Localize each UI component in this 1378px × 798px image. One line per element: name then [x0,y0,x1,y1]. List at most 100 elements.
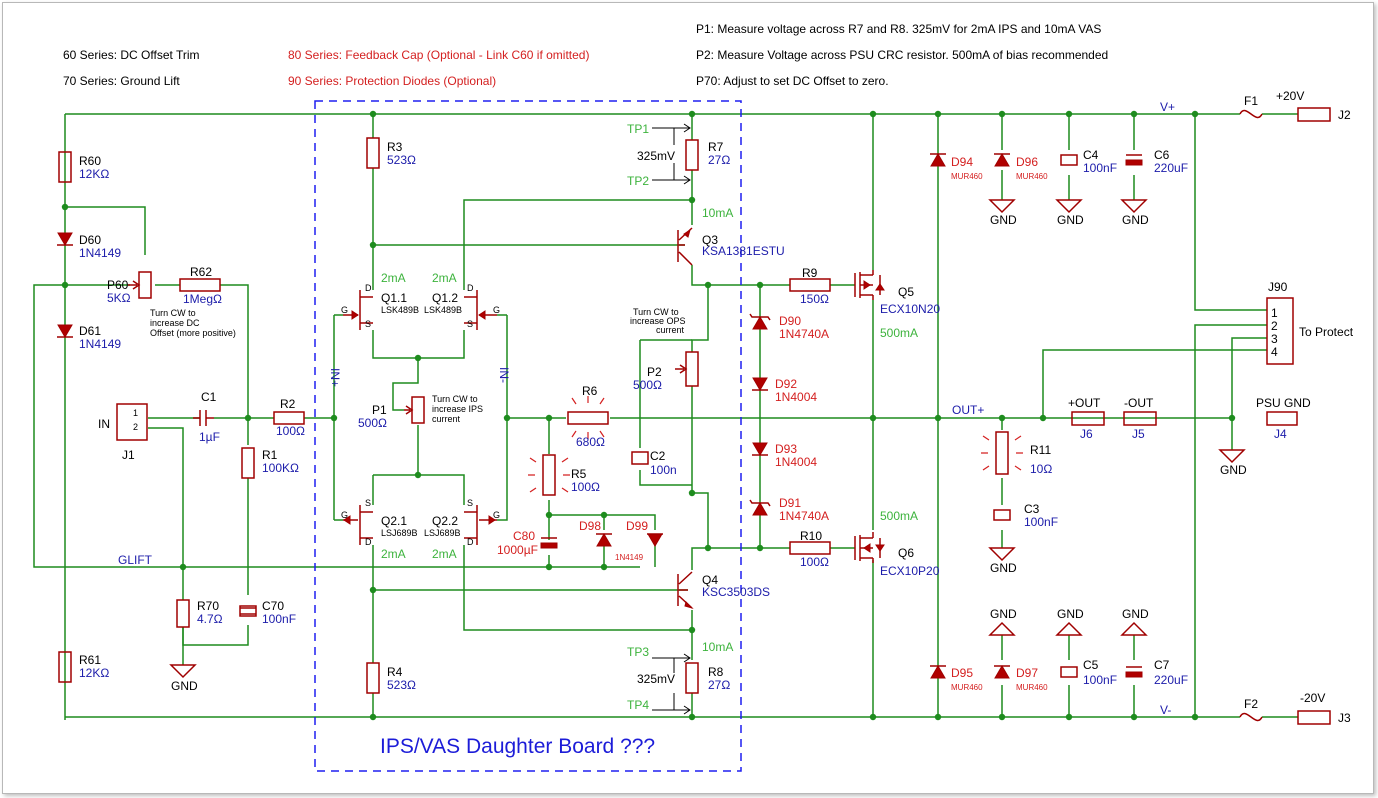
j4-ref: J4 [1274,427,1287,441]
p60-note-3: Offset (more positive) [150,328,236,338]
j90-pin-4: 4 [1271,345,1278,359]
q5-ref: Q5 [898,285,914,299]
c70-value: 100nF [262,612,296,626]
c5-ref: C5 [1083,658,1099,672]
j2-symbol [1297,107,1331,122]
q12-pin-g: G [493,305,500,315]
r5-symbol [542,454,556,496]
q11-part: LSK489B [381,305,419,315]
gnd-label-6: GND [1122,607,1149,621]
q3-ref: Q3 [702,233,718,247]
q21-pin-g: G [341,510,348,520]
q12-current: 2mA [432,271,457,285]
q6-ref: Q6 [898,546,914,560]
r7-ref: R7 [708,140,724,154]
p60-note-1: Turn CW to [150,308,196,318]
r4-value: 523Ω [387,678,416,692]
hot-resistor-marks [528,396,1023,493]
r4-symbol [366,662,380,694]
p60-value: 5KΩ [107,291,131,305]
outplus-label: OUT+ [952,403,984,417]
q22-pin-g: G [493,510,500,520]
r61-symbol [58,651,72,683]
note-70-series: 70 Series: Ground Lift [63,74,180,88]
gnd-label-3: GND [1122,213,1149,227]
j90-symbol [1266,297,1294,365]
f2-ref: F2 [1244,697,1258,711]
r62-value: 1MegΩ [183,292,222,306]
gnd-label-5: GND [1057,607,1084,621]
c6-value: 220uF [1154,161,1188,175]
j90-pin-3: 3 [1271,332,1278,346]
r4-ref: R4 [387,665,403,679]
c3-value: 100nF [1024,515,1058,529]
d96-ref: D96 [1016,155,1038,169]
q12-ref: Q1.2 [432,291,458,305]
q22-part: LSJ689B [424,528,461,538]
r61-ref: R61 [79,653,101,667]
d91-value: 1N4740A [779,509,829,523]
r1-ref: R1 [262,448,278,462]
r9-ref: R9 [802,266,818,280]
r2-symbol [273,411,305,425]
q21-pin-d: D [365,537,372,547]
notes: 60 Series: DC Offset Trim 70 Series: Gro… [63,22,1108,88]
j4-symbol [1266,411,1298,426]
r10-value: 100Ω [800,555,829,569]
c3-symbol [993,509,1011,521]
d93-value: 1N4004 [775,455,817,469]
d95-value: MUR460 [951,683,983,692]
jfet-symbols [343,290,497,545]
p1-note-2: increase IPS [432,404,483,414]
j5-label: -OUT [1124,396,1154,410]
p2-symbol [685,351,699,387]
d61-ref: D61 [79,324,101,338]
q5-current: 500mA [880,326,918,340]
r62-ref: R62 [190,265,212,279]
r3-symbol [366,137,380,169]
f1-ref: F1 [1244,94,1258,108]
junctions [61,110,1236,721]
q11-pin-s: S [365,319,371,329]
wires [33,113,1298,720]
r3-ref: R3 [387,140,403,154]
d97-ref: D97 [1016,666,1038,680]
c70-symbol [240,607,256,615]
j1-symbol [116,403,148,441]
q22-ref: Q2.2 [432,514,458,528]
q22-current: 2mA [432,547,457,561]
r8-value: 27Ω [708,678,730,692]
p1-value: 500Ω [358,416,387,430]
r9-symbol [789,278,831,292]
j90-pin-2: 2 [1271,319,1278,333]
q12-pin-d: D [467,283,474,293]
d92-ref: D92 [775,377,797,391]
c70-ref: C70 [262,599,284,613]
c80-value: 1000µF [497,543,538,557]
r60-symbol [58,151,72,183]
gnd-label-c3: GND [990,561,1017,575]
p1-note-1: Turn CW to [432,394,478,404]
tp3-label: TP3 [627,645,649,659]
p2-ref: P2 [647,365,662,379]
d60-value: 1N4149 [79,246,121,260]
q5-part: ECX10N20 [880,302,940,316]
r1-value: 100KΩ [262,461,299,475]
j2-label: +20V [1276,89,1304,103]
q21-current: 2mA [381,547,406,561]
mosfet-symbols [854,270,885,563]
r8-ref: R8 [708,665,724,679]
note-90-series: 90 Series: Protection Diodes (Optional) [288,74,496,88]
r60-value: 12KΩ [79,167,109,181]
c80-ref: C80 [513,529,535,543]
bjt-symbols [677,227,694,610]
q11-current: 2mA [381,271,406,285]
j90-ref: J90 [1268,280,1288,294]
r9-value: 150Ω [800,292,829,306]
r62-symbol [179,278,221,292]
r5-ref: R5 [571,467,587,481]
j1-ref: J1 [122,448,135,462]
